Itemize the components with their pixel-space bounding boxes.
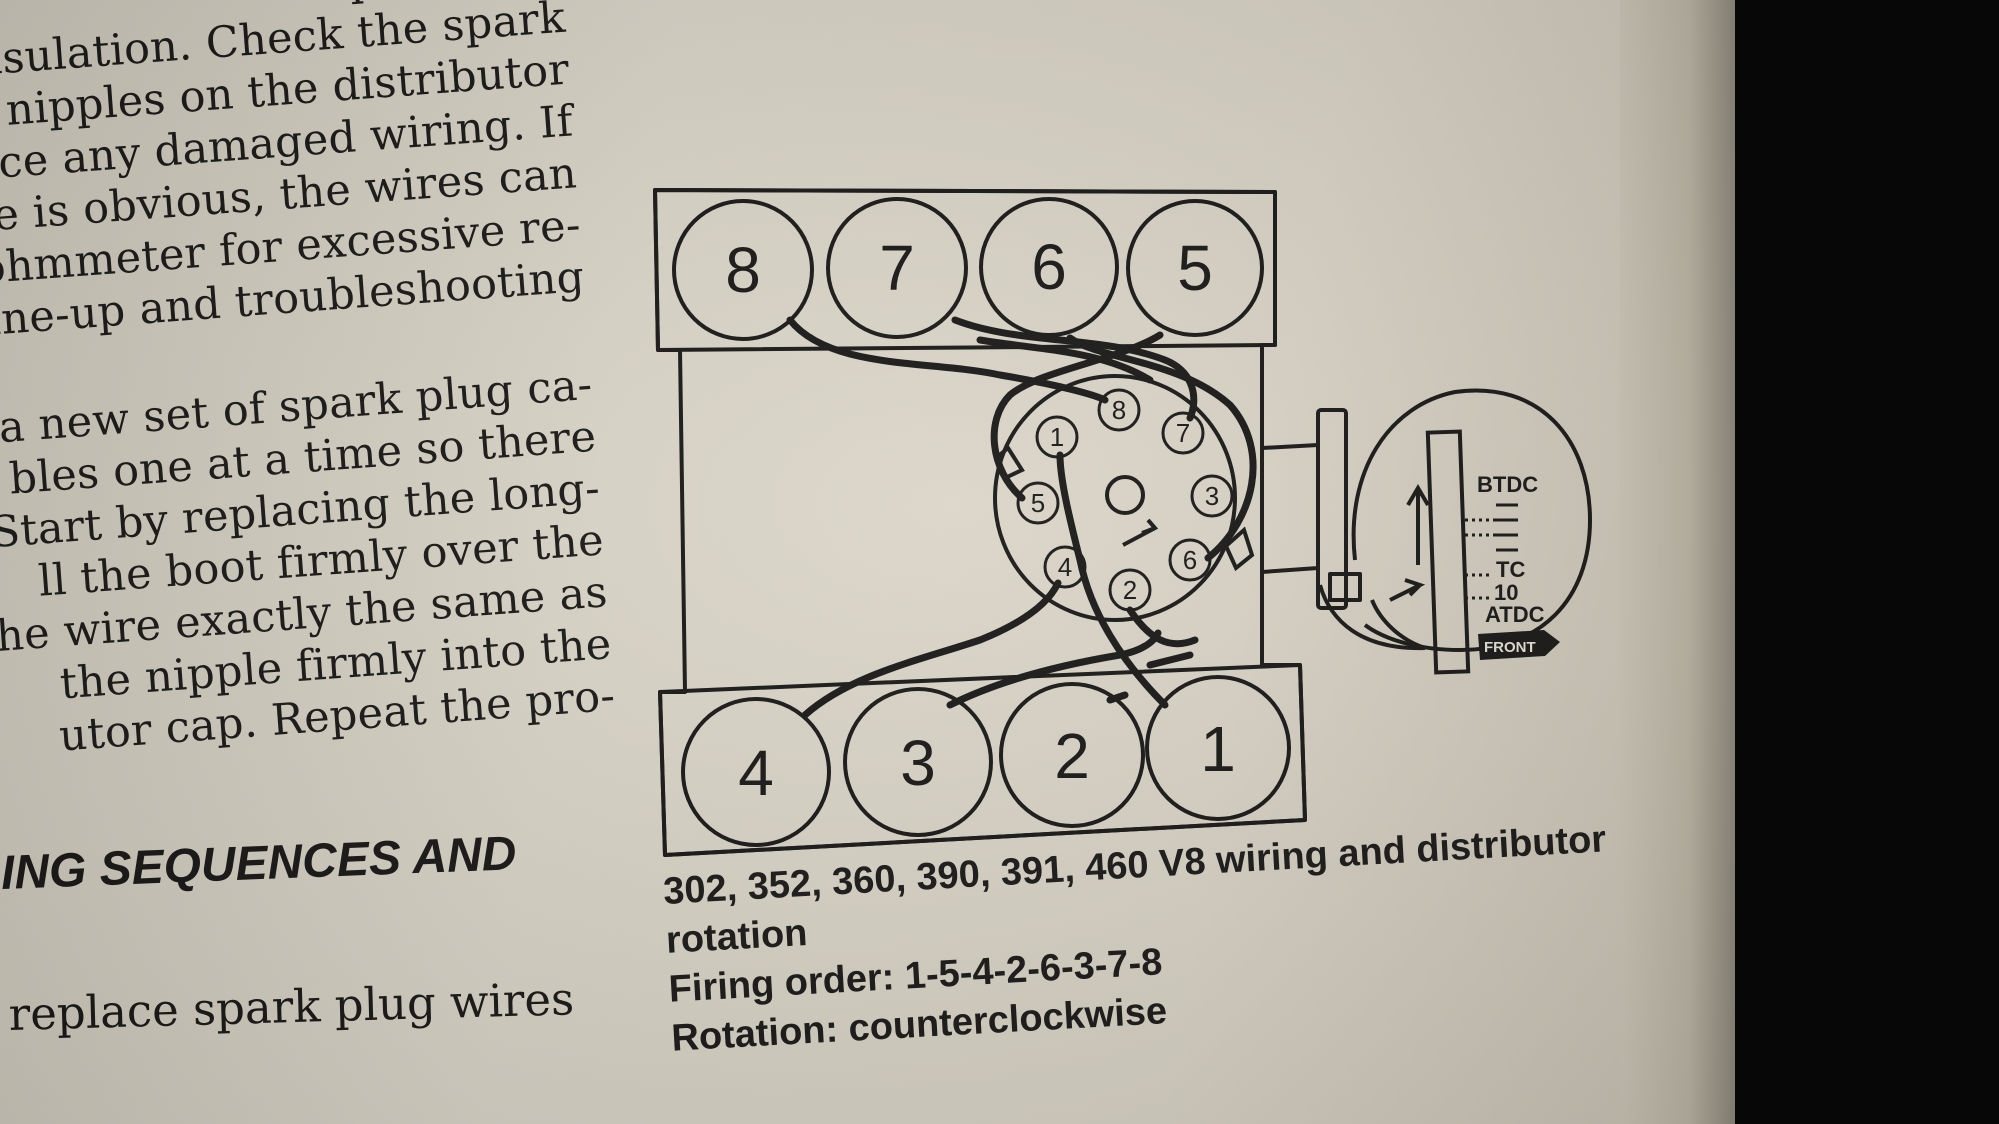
cylinder-2	[999, 682, 1145, 828]
top-cylinder-bank	[653, 188, 1277, 352]
terminal-label-4: 4	[1058, 552, 1072, 582]
terminal-label-7: 7	[1176, 418, 1190, 448]
cylinder-label-1: 1	[1200, 713, 1236, 785]
terminal-label-2: 2	[1123, 575, 1137, 605]
wire-cylinder-7	[951, 316, 1198, 422]
front-arrow-badge	[1478, 630, 1560, 660]
distributor-terminal-7	[1161, 411, 1205, 455]
timing-scale-bar	[1425, 429, 1471, 675]
terminal-label-1: 1	[1050, 422, 1064, 452]
timing-atdc-label: ATDC	[1485, 602, 1545, 627]
cylinder-label-3: 3	[900, 727, 936, 799]
timing-tc-label: TC	[1496, 557, 1525, 582]
timing-inset-outline	[1351, 388, 1593, 653]
front-bracket	[1261, 443, 1320, 574]
page-edge	[1620, 0, 1735, 1124]
wire-terminal-2-loop	[1126, 606, 1199, 648]
timing-dotted-lines	[1465, 518, 1496, 600]
cylinder-label-5: 5	[1177, 232, 1213, 304]
cylinder-3	[843, 687, 993, 837]
timing-btdc-label: BTDC	[1477, 472, 1538, 497]
terminal-label-5: 5	[1031, 488, 1045, 518]
timing-10-label: 10	[1494, 580, 1518, 605]
timing-pointer-hook	[1318, 584, 1426, 651]
wire-cylinder-4	[801, 579, 1062, 719]
pulley-tab	[1328, 572, 1362, 602]
terminal-label-6: 6	[1183, 545, 1197, 575]
cylinder-label-2: 2	[1054, 720, 1090, 792]
timing-degree-marks	[1496, 503, 1518, 552]
terminal-label-8: 8	[1112, 395, 1126, 425]
cylinder-7	[826, 197, 968, 339]
rotor-arrow	[1122, 518, 1159, 547]
wire-cylinder-1	[1056, 451, 1169, 709]
book-page	[0, 0, 1735, 1124]
distributor-terminal-8	[1097, 388, 1141, 432]
wire-cylinder-5	[990, 331, 1164, 502]
cylinder-5	[1126, 199, 1264, 337]
cylinder-4	[681, 697, 831, 847]
distributor-terminal-5	[1016, 481, 1060, 525]
cylinder-8	[672, 199, 814, 341]
dark-background	[1735, 0, 1999, 1124]
cylinder-label-6: 6	[1031, 231, 1067, 303]
cylinder-6	[979, 197, 1119, 337]
distributor-cap	[993, 374, 1237, 622]
wire-cross-top	[976, 336, 1154, 384]
wire-cylinder-8	[786, 316, 1109, 404]
vacuum-advance-right	[1223, 526, 1255, 572]
cylinder-label-7: 7	[879, 232, 915, 304]
cylinder-1	[1145, 675, 1291, 821]
timing-pointer-arrow	[1389, 578, 1426, 602]
distributor-rotor-center	[1105, 475, 1145, 515]
distributor-terminal-3	[1190, 474, 1234, 518]
terminal-label-3: 3	[1205, 481, 1219, 511]
cylinder-label-8: 8	[725, 234, 761, 306]
wire-cylinder-3	[946, 629, 1162, 709]
cylinder-label-4: 4	[738, 737, 774, 809]
timing-arrow-up	[1406, 484, 1430, 565]
bottom-cylinder-bank	[658, 663, 1307, 857]
wire-cylinder-2	[1106, 651, 1194, 704]
front-arrow-label: FRONT	[1484, 639, 1536, 656]
